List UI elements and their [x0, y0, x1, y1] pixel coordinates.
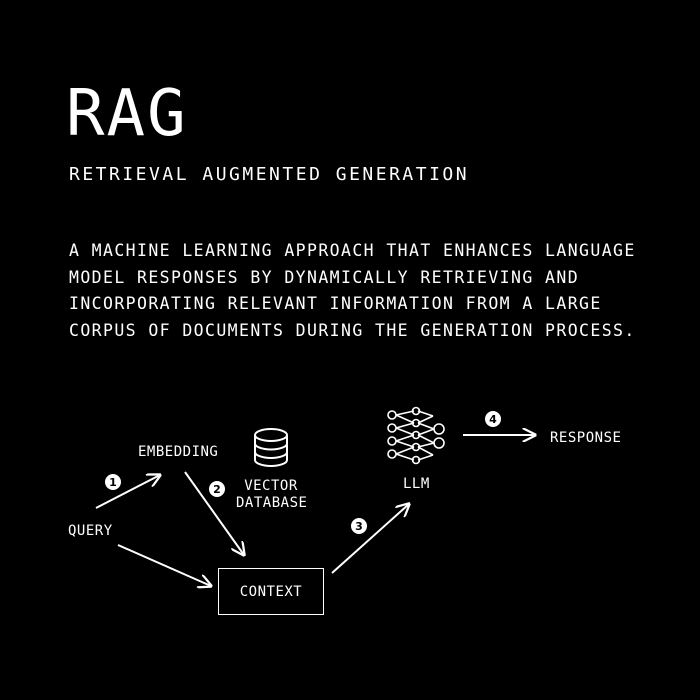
context-box: CONTEXT — [218, 568, 324, 615]
llm-label: LLM — [403, 476, 430, 492]
step-badge-2: 2 — [209, 481, 225, 497]
description-line: INCORPORATING RELEVANT INFORMATION FROM … — [69, 294, 602, 313]
step-badge-3: 3 — [351, 518, 367, 534]
arrow-query-to-context — [117, 544, 211, 586]
vector-database-label: VECTOR DATABASE — [236, 478, 308, 512]
response-label: RESPONSE — [550, 430, 622, 446]
page-title: RAG — [66, 77, 188, 151]
step-badge-4: 4 — [485, 411, 501, 427]
description: A MACHINE LEARNING APPROACH THAT ENHANCE… — [69, 238, 689, 344]
description-line: MODEL RESPONSES BY DYNAMICALLY RETRIEVIN… — [69, 267, 580, 287]
page-subtitle: RETRIEVAL AUGMENTED GENERATION — [69, 164, 470, 185]
arrow-query-to-embedding — [95, 475, 160, 509]
svg-text:3: 3 — [355, 520, 363, 533]
embedding-label: EMBEDDING — [138, 444, 219, 460]
query-label: QUERY — [68, 523, 113, 539]
svg-text:4: 4 — [489, 413, 497, 426]
svg-text:1: 1 — [109, 476, 117, 489]
step-badge-1: 1 — [105, 474, 121, 490]
description-line: CORPUS OF DOCUMENTS DURING THE GENERATIO… — [69, 320, 636, 340]
vector-database-label-line1: VECTOR — [244, 478, 298, 494]
neural-network-icon — [387, 406, 445, 465]
description-line: A MACHINE LEARNING APPROACH THAT ENHANCE… — [69, 241, 636, 260]
arrow-embedding-to-context — [184, 471, 244, 555]
arrow-context-to-llm — [331, 504, 409, 574]
vector-database-label-line2: DATABASE — [236, 495, 308, 511]
database-icon — [254, 428, 288, 467]
svg-text:2: 2 — [213, 483, 221, 496]
